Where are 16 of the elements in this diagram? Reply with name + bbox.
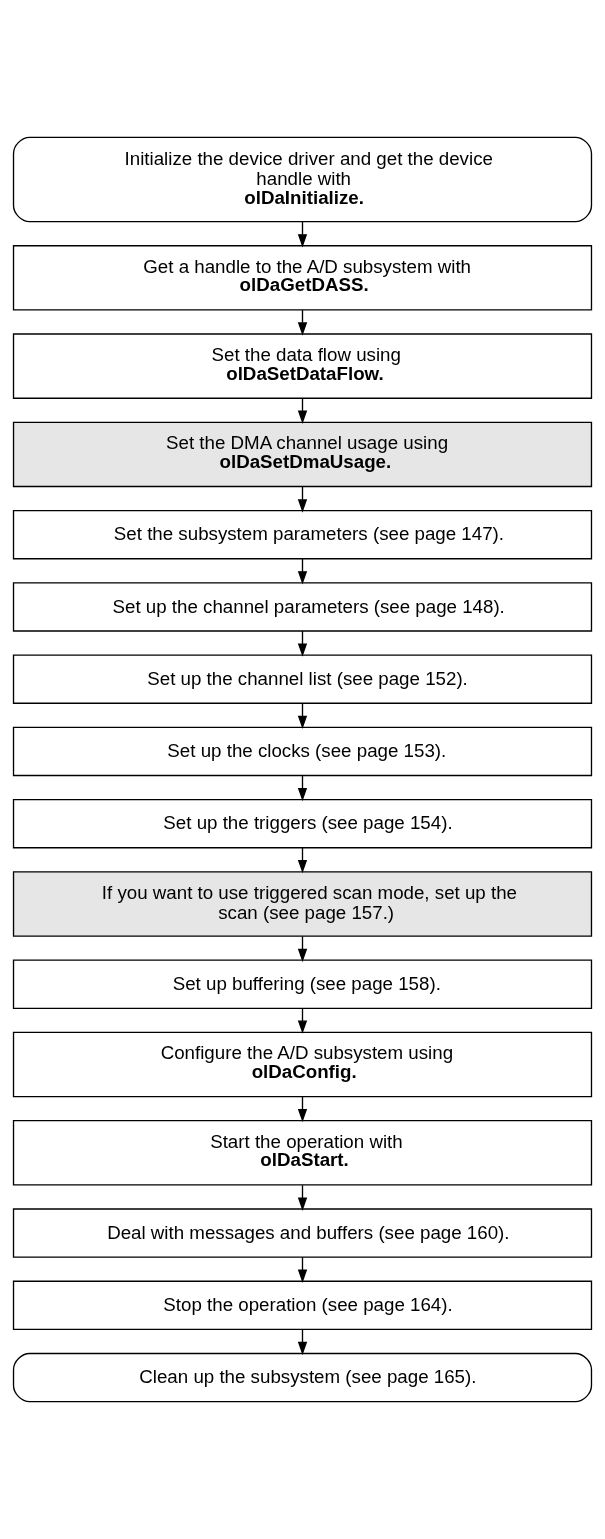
node-box: Start the operation with olDaStart.: [12, 1120, 593, 1186]
node-box: Configure the A/D subsystem using olDaConfig.: [12, 1031, 593, 1098]
node-box: Set the DMA channel usage using olDaSetDmaUsage.: [12, 421, 593, 488]
node-box: Deal with messages and buffers (see page 160).: [12, 1208, 593, 1258]
node-box: Get a handle to the A/D subsystem with olDaGetDASS.: [12, 245, 593, 311]
node-box: Set the data flow using olDaSetDataFlow.: [12, 333, 593, 399]
node-box: Set up the channel list (see page 152).: [12, 654, 593, 704]
node-box: Initialize the device driver and get the device handle with olDaInitialize.: [12, 136, 593, 223]
node-box: Set up the clocks (see page 153).: [12, 726, 593, 777]
node-box: Clean up the subsystem (see page 165).: [12, 1352, 593, 1403]
node-box: Set up the channel parameters (see page 148).: [12, 582, 593, 632]
node-box: If you want to use triggered scan mode, set up the scan (see page 157.): [12, 871, 593, 937]
node-box: Stop the operation (see page 164).: [12, 1280, 593, 1331]
node-box: Set the subsystem parameters (see page 147).: [12, 509, 593, 560]
node-box: Set up buffering (see page 158).: [12, 959, 593, 1009]
node-box: Set up the triggers (see page 154).: [12, 798, 593, 849]
